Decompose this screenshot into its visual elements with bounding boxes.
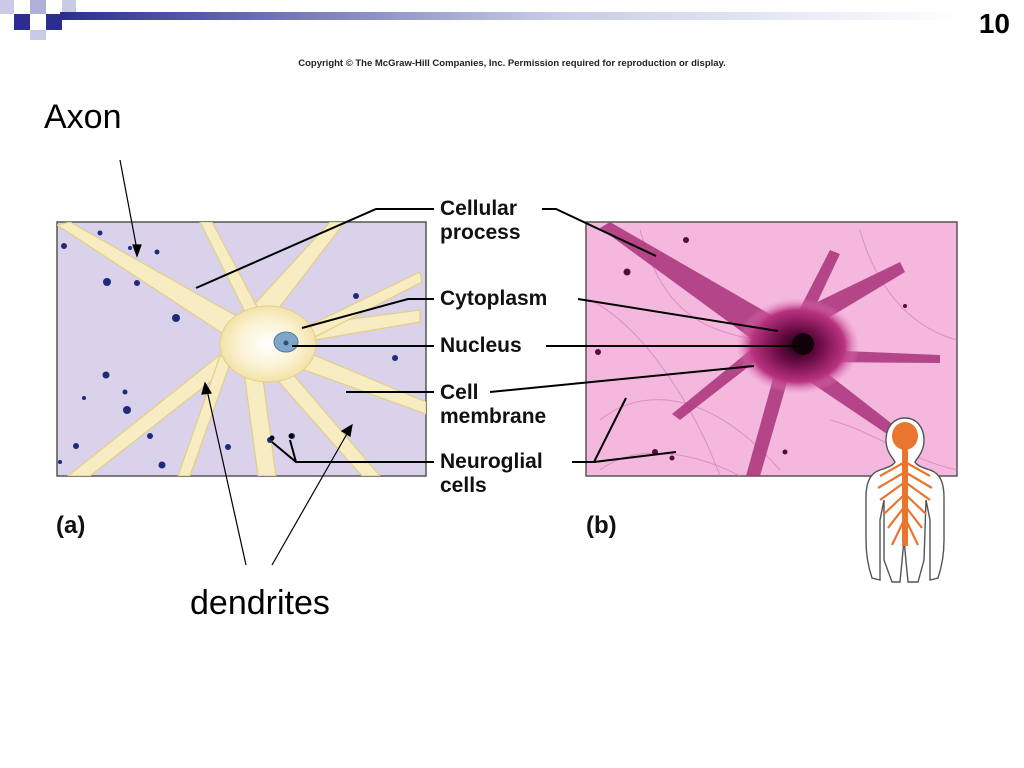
annotation-arrows (119, 159, 353, 566)
dendrites-annotation: dendrites (190, 584, 330, 622)
cellular-process-label: Cellular process (440, 197, 521, 245)
human-body-icon (865, 417, 945, 583)
cell-membrane-label-line1: Cell (440, 381, 479, 404)
panel-a-illustration (56, 221, 427, 477)
axon-annotation: Axon (44, 98, 122, 136)
panel-b-tag: (b) (586, 512, 617, 539)
panel-a-tag: (a) (56, 512, 86, 539)
nucleus-label: Nucleus (440, 334, 522, 357)
copyright-notice: Copyright © The McGraw-Hill Companies, I… (298, 58, 726, 69)
neuroglial-cells-label: Neuroglial cells (440, 450, 543, 498)
neuroglial-cells-label-line1: Neuroglial (440, 450, 543, 473)
cell-membrane-label: Cell membrane (440, 381, 546, 429)
neuroglial-cells-label-line2: cells (440, 474, 487, 497)
header-decoration (0, 0, 960, 40)
cell-membrane-label-line2: membrane (440, 405, 547, 428)
cellular-process-label-line1: Cellular (440, 197, 518, 220)
leader-lines (195, 208, 800, 463)
cytoplasm-label: Cytoplasm (440, 287, 548, 310)
cellular-process-label-line2: process (440, 221, 521, 244)
slide-number: 10 (978, 8, 1010, 39)
